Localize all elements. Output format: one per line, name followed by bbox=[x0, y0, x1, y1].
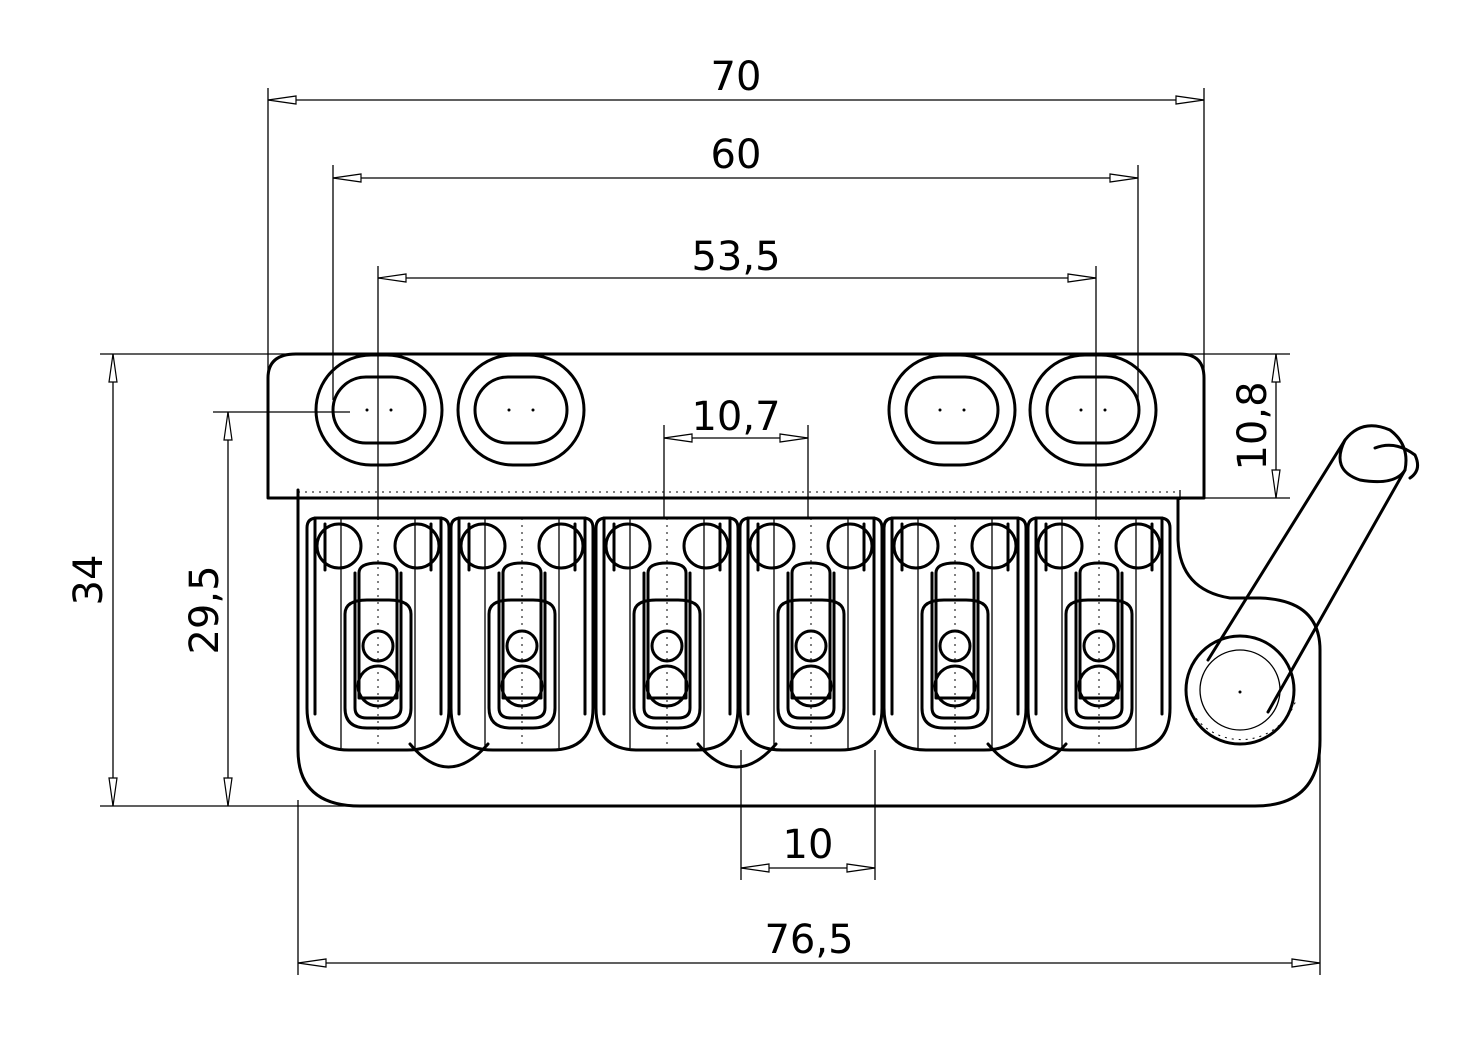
dimension-53-5-label: 53,5 bbox=[691, 234, 780, 280]
saddle-6 bbox=[1026, 516, 1172, 752]
dimension-10-8-label: 10,8 bbox=[1230, 381, 1276, 470]
dimension-76-5: 76,5 bbox=[297, 740, 1321, 975]
dimension-10-7: 10,7 bbox=[663, 394, 809, 518]
dimension-29-5-label: 29,5 bbox=[182, 565, 228, 654]
dimension-34: 34 bbox=[66, 353, 370, 807]
saddle-4 bbox=[738, 516, 884, 752]
saddle-3 bbox=[594, 516, 740, 752]
dimension-60: 60 bbox=[332, 132, 1139, 400]
dimension-60-label: 60 bbox=[711, 132, 762, 178]
dimension-34-label: 34 bbox=[66, 555, 112, 606]
mounting-slot-1 bbox=[314, 353, 444, 467]
saddle-1 bbox=[305, 516, 451, 752]
saddle-2 bbox=[449, 516, 595, 752]
saddle-5 bbox=[882, 516, 1028, 752]
dimension-10-7-label: 10,7 bbox=[691, 394, 780, 440]
dimension-10-label: 10 bbox=[783, 822, 834, 868]
saddles bbox=[305, 516, 1172, 752]
dimension-70: 70 bbox=[267, 54, 1205, 372]
dimension-10: 10 bbox=[740, 750, 876, 880]
mounting-slot-2 bbox=[456, 353, 586, 467]
mounting-slot-3 bbox=[887, 353, 1017, 467]
tremolo-arm bbox=[1184, 424, 1420, 746]
dimension-70-label: 70 bbox=[711, 54, 762, 100]
dimension-29-5: 29,5 bbox=[182, 411, 350, 807]
dimension-10-8: 10,8 bbox=[1180, 353, 1290, 499]
dimension-76-5-label: 76,5 bbox=[764, 917, 853, 963]
dimension-53-5: 53,5 bbox=[377, 234, 1097, 520]
mounting-slot-4 bbox=[1028, 353, 1158, 467]
